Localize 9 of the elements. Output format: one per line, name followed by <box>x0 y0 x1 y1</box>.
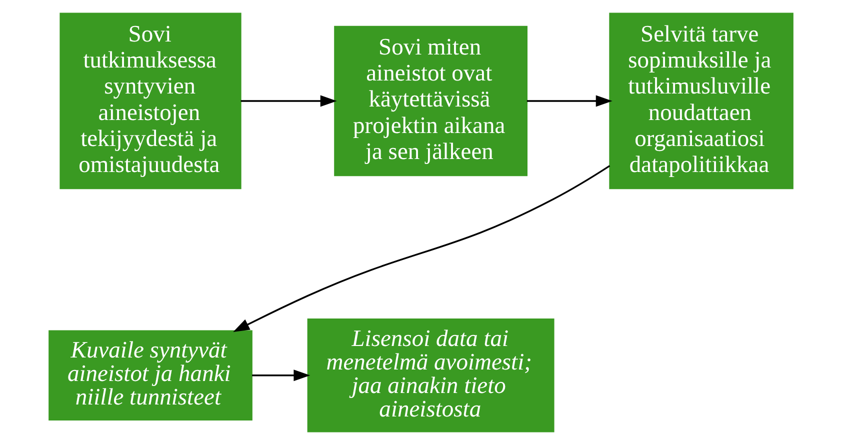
node-box: Kuvaile syntyvät aineistot ja hanki niille tunnisteet <box>48 330 252 420</box>
node-box: Sovi tutkimuksessa syntyvien aineistojen tekijyydestä ja omistajuudesta <box>59 12 241 190</box>
arrow <box>252 370 310 382</box>
arrow <box>232 165 610 332</box>
node-box: Selvitä tarve sopimuksille ja tutkimusluville noudattaen organisaatiosi datapolitiikkaa <box>608 12 793 190</box>
node-box: Sovi miten aineistot ovat käytettävissä projektin aikana ja sen jälkeen <box>334 26 527 176</box>
arrow <box>240 95 336 107</box>
arrow <box>526 95 612 107</box>
node-box: Lisensoi data tai menetelmä avoimesti; jaa ainakin tieto aineistosta <box>306 318 554 432</box>
